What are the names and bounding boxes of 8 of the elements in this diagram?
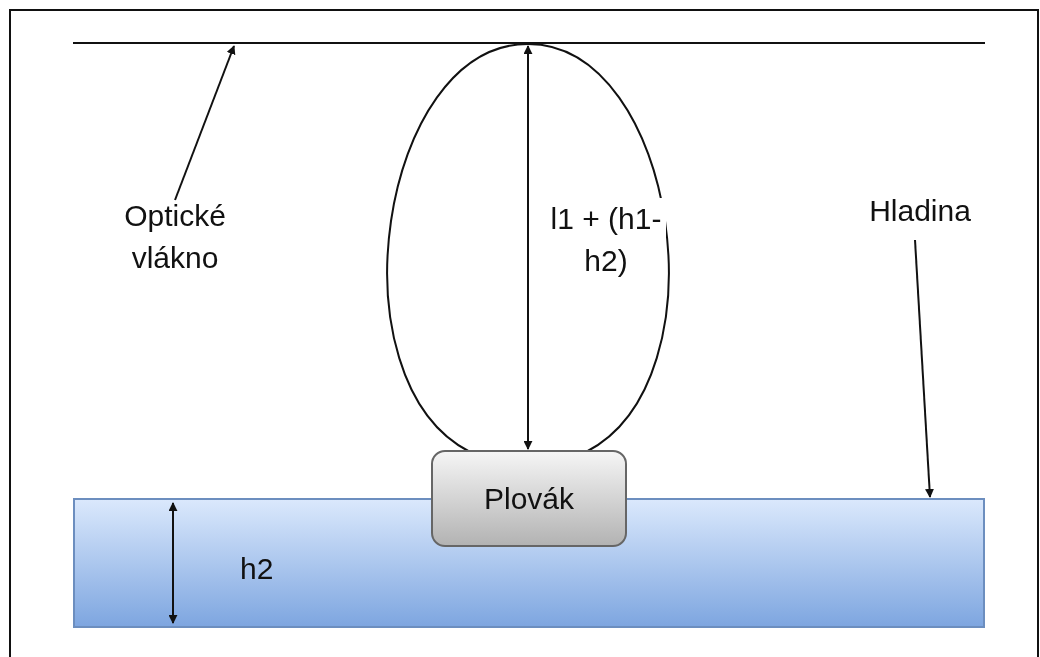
leader-line <box>914 239 934 498</box>
label-text: Optické vlákno <box>95 195 255 285</box>
dimension-label: h2 <box>240 551 274 587</box>
double-arrow <box>523 45 533 450</box>
label-text: Hladina <box>840 190 1000 235</box>
leader-line <box>174 45 236 201</box>
fiber-line <box>73 42 985 44</box>
float-box: Plovák <box>431 450 627 547</box>
